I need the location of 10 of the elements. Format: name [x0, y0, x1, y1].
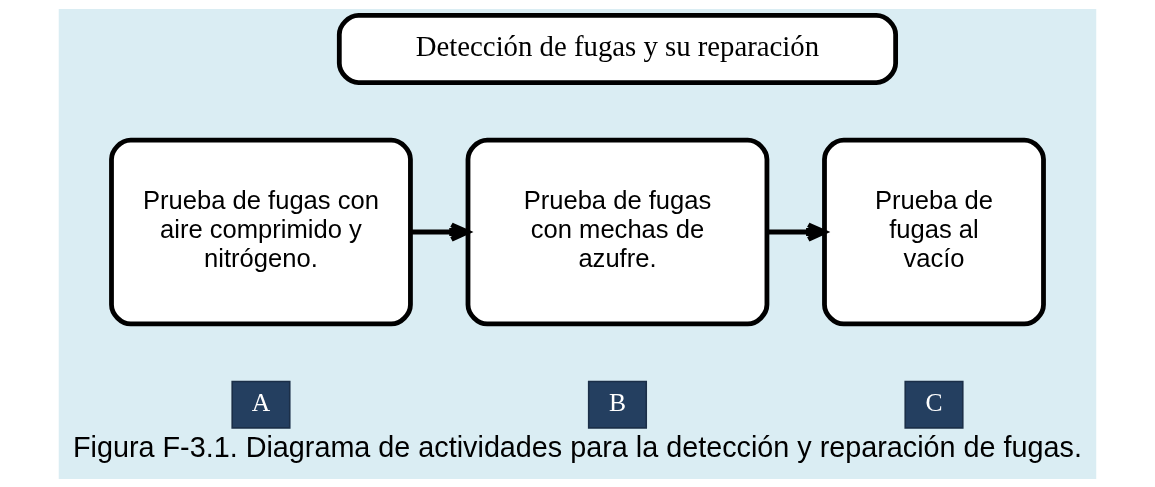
node-box: Prueba de fugas con mechas de azufre. [465, 137, 770, 326]
node-box: B [587, 380, 648, 429]
node-box: Detección de fugas y su reparación [336, 12, 899, 85]
caption: Figura F-3.1. Diagrama de actividades para la detección y reparación de fugas. [73, 430, 1082, 463]
node-box: A [231, 380, 291, 429]
arrow [410, 221, 471, 242]
arrow [767, 221, 827, 242]
node-box: Prueba de fugas con aire comprimido y nitrógeno. [109, 137, 413, 326]
node-box: C [904, 380, 964, 429]
node-box: Prueba de fugas al vacío [822, 137, 1046, 326]
